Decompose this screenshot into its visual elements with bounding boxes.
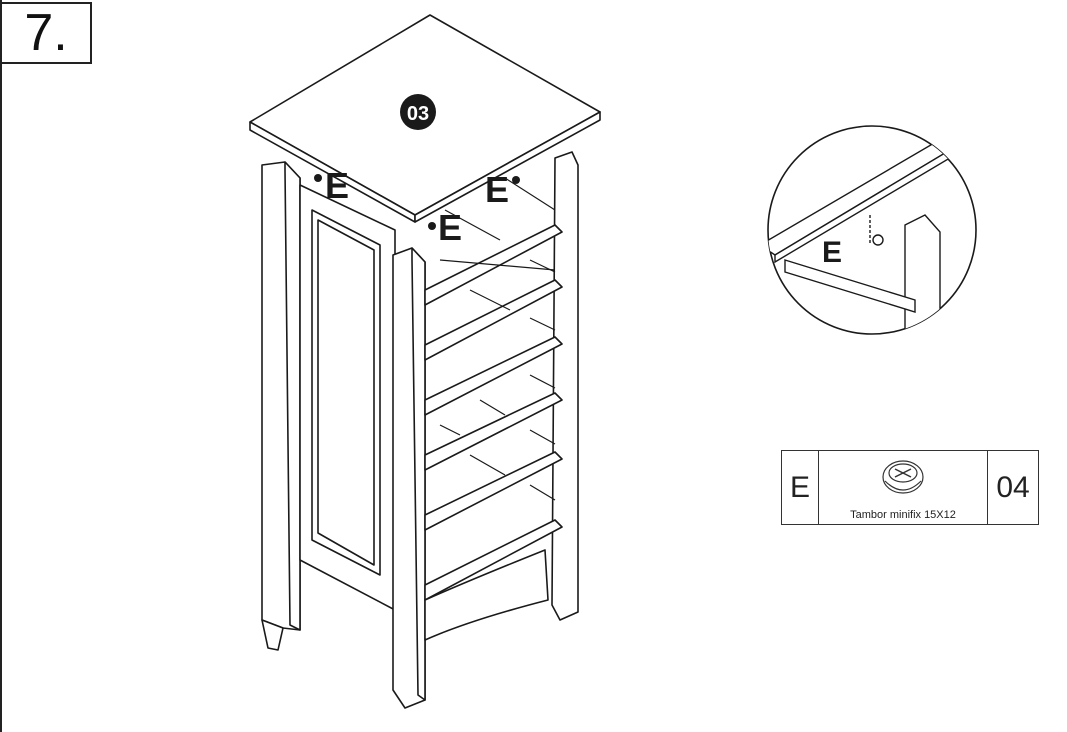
drawer-runners [439,177,556,501]
fitting-marker-3 [428,222,436,230]
page-border-left [0,0,2,732]
fitting-detail-circle: E [767,125,977,335]
detail-fitting-label-e: E [822,236,842,269]
drawer-shelves [424,224,563,641]
fitting-marker-2 [512,176,520,184]
left-side-panel [261,161,396,651]
fitting-label-e-3: E [438,207,462,248]
fitting-label-e-2: E [485,169,509,210]
step-number: 7. [24,4,68,62]
cabinet-assembly-drawing: 03 E E E [249,14,601,709]
parts-table: E Tambor minifix 15X12 04 [781,450,1039,525]
fitting-label-e-1: E [325,165,349,206]
parts-row-name: Tambor minifix 15X12 [850,509,956,521]
parts-row-picture: Tambor minifix 15X12 [819,451,988,524]
step-number-box: 7. [2,2,92,64]
parts-row-letter: E [782,451,819,524]
right-front-leg [392,247,426,709]
fitting-marker-1 [314,174,322,182]
part-badge-03: 03 [407,103,429,125]
cam-lock-fitting-icon [882,460,924,494]
part-badge-circle [400,94,436,130]
parts-row-quantity: 04 [996,470,1030,504]
right-back-leg [551,151,579,621]
